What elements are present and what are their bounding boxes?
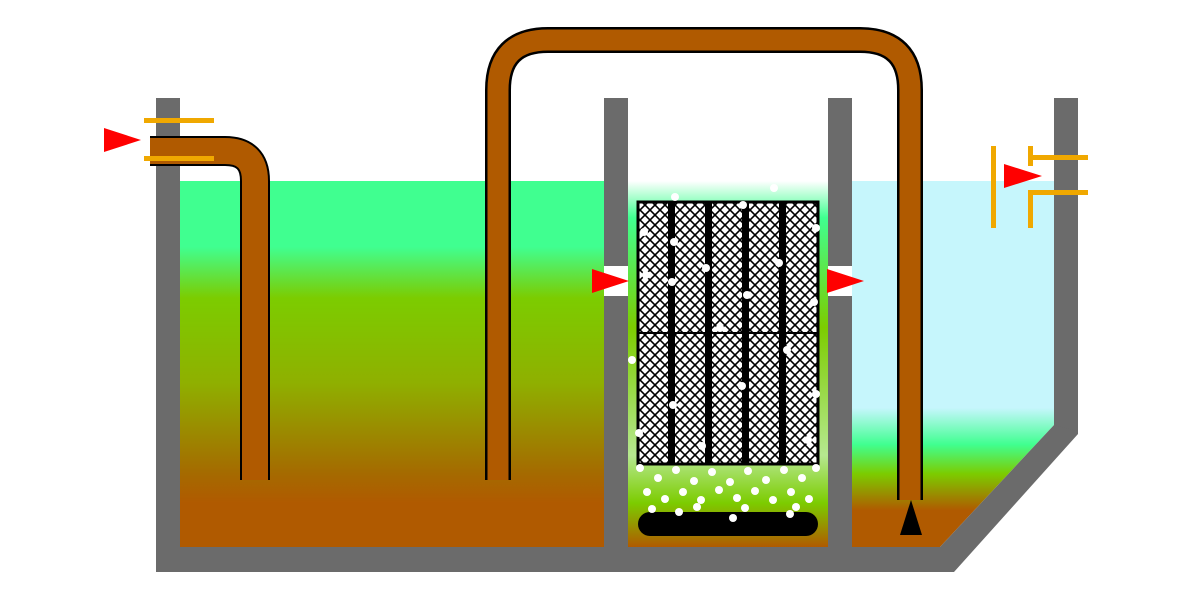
tank-walls xyxy=(156,98,1078,572)
media-columns xyxy=(668,202,786,464)
inlet-pipe xyxy=(150,136,270,480)
chamber-right-wall-upper xyxy=(828,98,852,266)
chamber-outlet-arrow xyxy=(827,269,864,293)
chamber-right-wall-lower xyxy=(828,296,852,547)
right-wall xyxy=(1054,98,1078,431)
chamber-left-wall-lower xyxy=(604,296,628,547)
inlet-pipe-fitting xyxy=(144,118,214,161)
left-wall xyxy=(156,98,180,572)
bio-media-block xyxy=(636,200,820,466)
airlift-return-pipe xyxy=(485,27,923,500)
chamber-inlet-arrow xyxy=(592,269,629,293)
air-diffuser-icon xyxy=(638,512,818,536)
outlet-arrow xyxy=(1004,164,1042,188)
outlet-fitting xyxy=(991,146,1088,228)
inlet-arrow xyxy=(104,128,141,152)
sludge-return-arrow xyxy=(900,500,922,535)
tank-floor xyxy=(156,425,1078,572)
air-bubbles xyxy=(628,184,820,522)
chamber-left-wall-upper xyxy=(604,98,628,266)
